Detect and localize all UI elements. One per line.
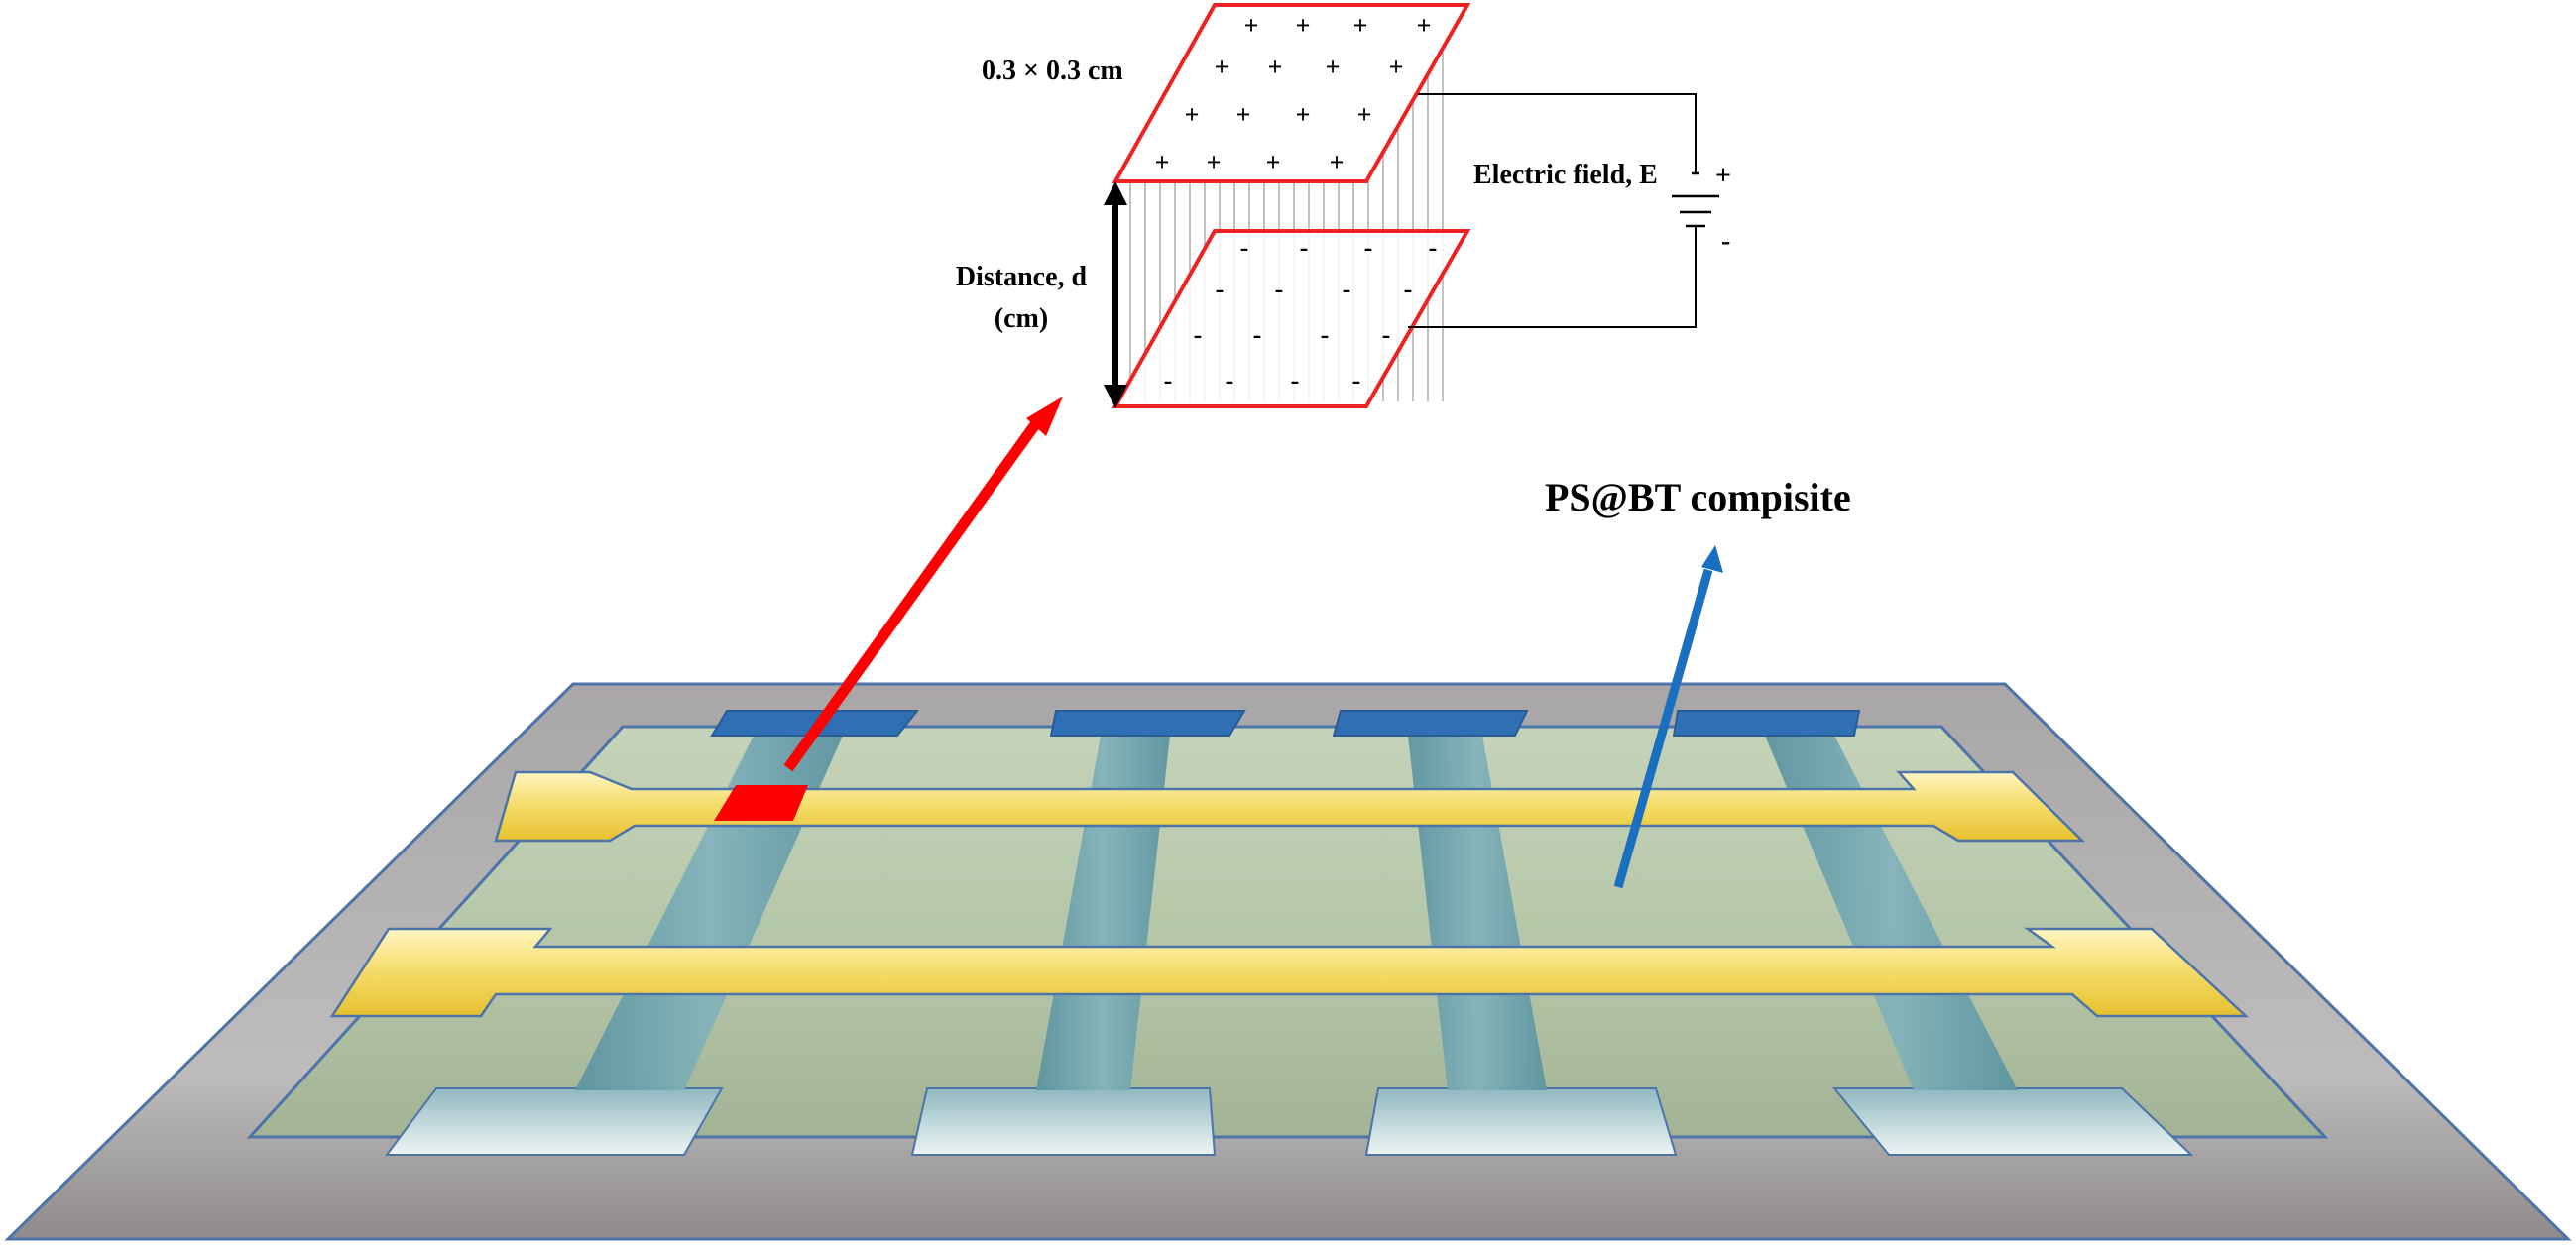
parallel-plate-model: ++++++++++++++++ ---------------- [1104,2,1719,408]
plus-sign: + [1244,11,1259,40]
minus-sign: - [1275,275,1284,303]
minus-sign: - [1164,366,1173,395]
minus-sign: - [1300,233,1309,262]
capacitor-region [714,785,808,821]
distance-arrow [1104,181,1127,408]
battery-minus-label: - [1721,226,1730,257]
bottom-electrode-back-pads [710,710,1861,737]
negative-charges: ---------------- [1164,233,1438,395]
zoom-arrow [783,397,1063,772]
plus-sign: + [1215,53,1229,81]
minus-sign: - [1291,366,1300,395]
plus-sign: + [1296,100,1311,129]
minus-sign: - [1194,320,1203,349]
minus-sign: - [1343,275,1351,303]
electric-field-label: Electric field, E [1473,160,1658,190]
plus-sign: + [1207,148,1222,176]
minus-sign: - [1226,366,1234,395]
plus-sign: + [1326,53,1341,81]
composite-arrow [1613,545,1723,889]
plate-size-label: 0.3 × 0.3 cm [982,56,1123,86]
minus-sign: - [1216,275,1225,303]
minus-sign: - [1240,233,1249,262]
positive-charges: ++++++++++++++++ [1155,11,1432,176]
distance-label-line2: (cm) [995,303,1048,334]
plus-sign: + [1155,148,1170,176]
minus-sign: - [1352,366,1361,395]
top-electrode-front [329,927,2250,1018]
plus-sign: + [1353,11,1368,40]
minus-sign: - [1404,275,1413,303]
plus-sign: + [1296,11,1311,40]
composite-label: PS@BT compisite [1545,475,1851,519]
plus-sign: + [1357,100,1372,129]
plus-sign: + [1185,100,1200,129]
circuit-wires [1408,93,1697,328]
minus-sign: - [1253,320,1262,349]
plus-sign: + [1266,148,1281,176]
distance-label-line1: Distance, d [956,262,1088,292]
battery-plus-label: + [1715,161,1731,191]
plus-sign: + [1330,148,1345,176]
minus-sign: - [1321,320,1330,349]
bottom-electrode-front-pads [385,1087,2194,1156]
minus-sign: - [1382,320,1391,349]
minus-sign: - [1429,233,1438,262]
top-electrode-back [494,770,2086,843]
plus-sign: + [1236,100,1251,129]
plus-sign: + [1268,53,1283,81]
plus-sign: + [1389,53,1404,81]
minus-sign: - [1364,233,1373,262]
plus-sign: + [1417,11,1432,40]
bottom-plate [1112,229,1471,408]
battery-icon [1672,171,1719,228]
top-plate [1112,2,1471,183]
